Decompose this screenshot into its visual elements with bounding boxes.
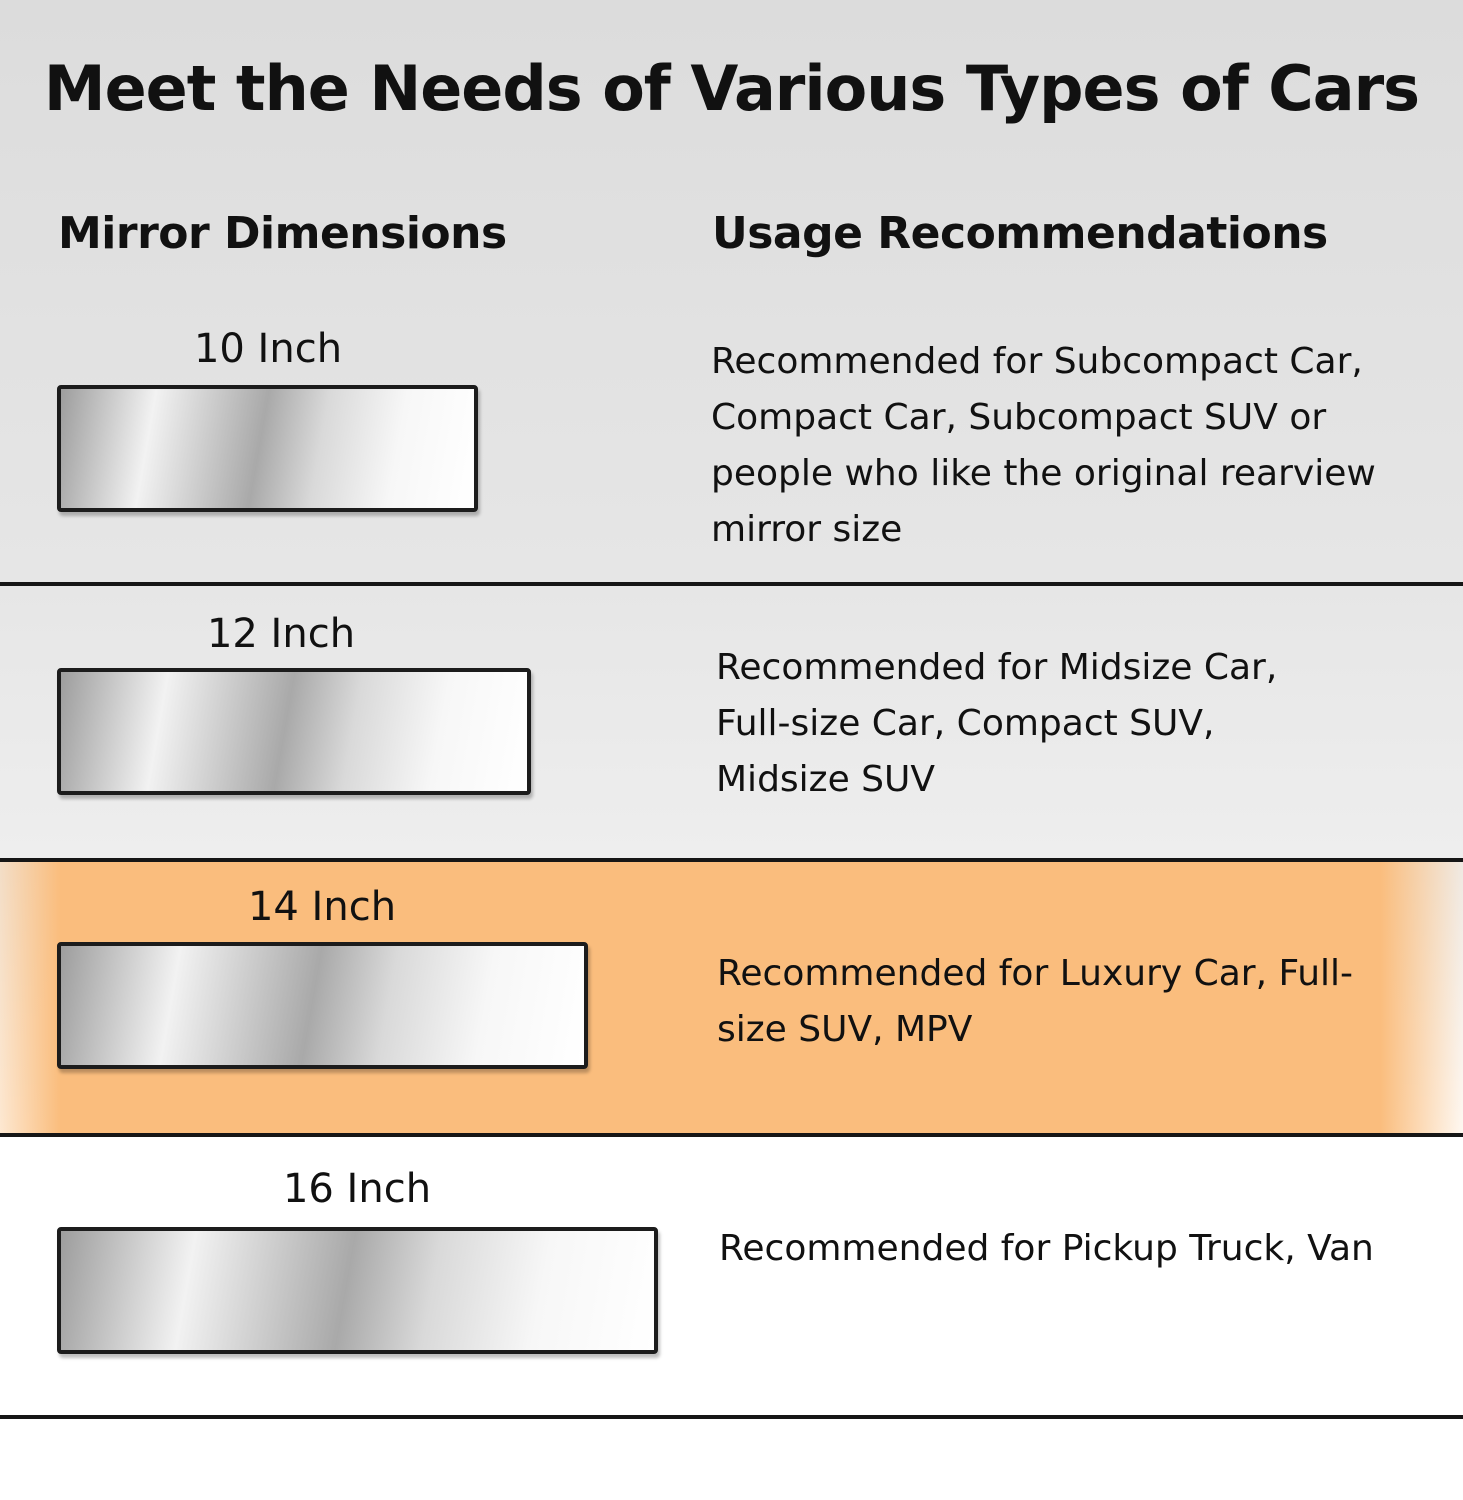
row-divider (0, 858, 1463, 862)
size-label-12-inch: 12 Inch (206, 611, 356, 657)
recommendation-14-inch: Recommended for Luxury Car, Full-size SU… (717, 953, 1354, 1050)
column-header-mirror-dimensions: Mirror Dimensions (58, 208, 507, 259)
size-label-14-inch: 14 Inch (247, 884, 397, 930)
mirror-16-inch (57, 1227, 658, 1354)
row-divider (0, 1415, 1463, 1419)
column-header-usage-recommendations: Usage Recommendations (712, 208, 1328, 259)
row-divider (0, 582, 1463, 586)
recommendation-10-inch: Recommended for Subcompact Car, Compact … (711, 341, 1376, 550)
size-label-10-inch: 10 Inch (193, 326, 343, 372)
mirror-10-inch (57, 385, 478, 512)
mirror-12-inch (57, 668, 531, 795)
row-divider (0, 1133, 1463, 1137)
recommendation-16-inch: Recommended for Pickup Truck, Van (719, 1228, 1374, 1269)
recommendation-12-inch: Recommended for Midsize Car, Full-size C… (716, 647, 1278, 800)
page-title: Meet the Needs of Various Types of Cars (43, 52, 1420, 125)
mirror-14-inch (57, 942, 588, 1069)
size-label-16-inch: 16 Inch (282, 1166, 432, 1212)
